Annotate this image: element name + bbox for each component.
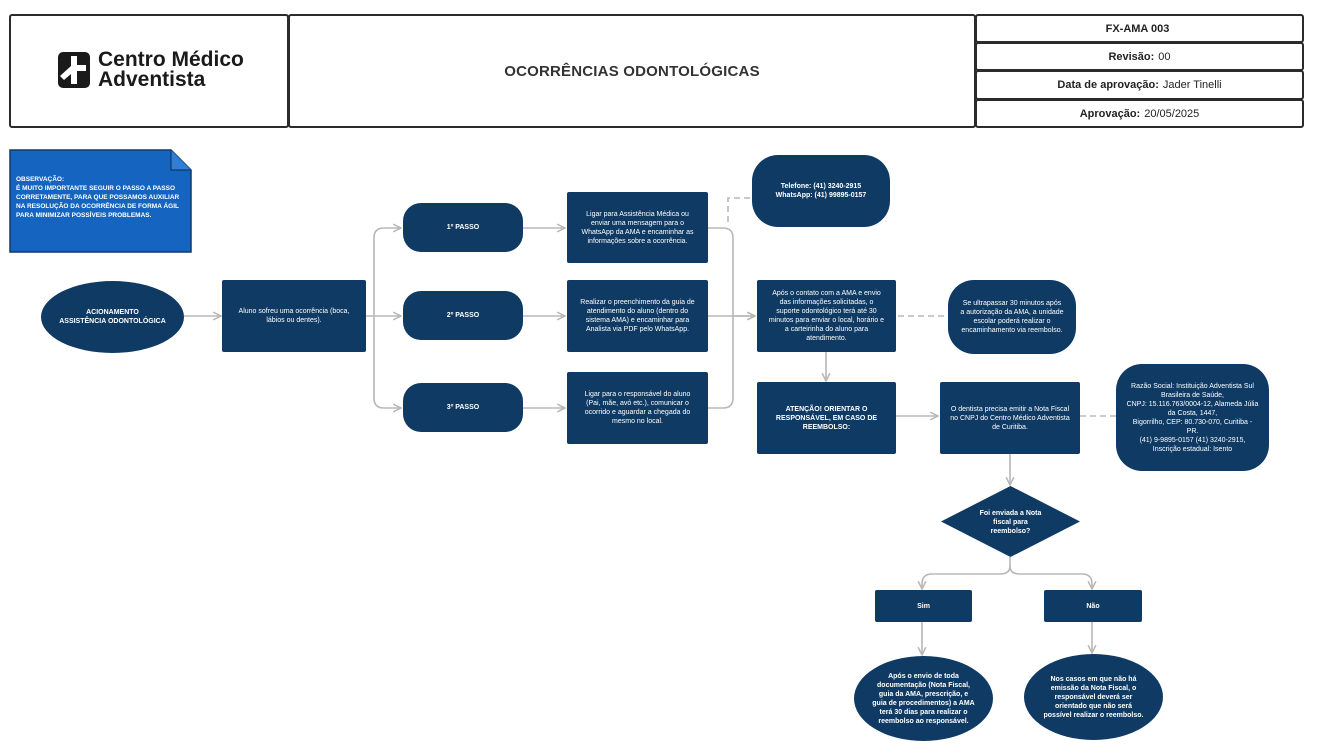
- step-3-action-text: Ligar para o responsável do aluno (Pai, …: [584, 391, 691, 425]
- start-node: ACIONAMENTO ASSISTÊNCIA ODONTOLÓGICA: [41, 281, 184, 353]
- support-text: Após o contato com a AMA e envio das inf…: [768, 290, 885, 342]
- revision-label: Revisão:: [1108, 50, 1155, 63]
- attention-text: ATENÇÃO! ORIENTAR O RESPONSÁVEL, EM CASO…: [775, 405, 878, 431]
- observation-note: OBSERVAÇÃO: É MUITO IMPORTANTE SEGUIR O …: [9, 149, 192, 253]
- yes-label: Sim: [917, 602, 930, 610]
- step-1-label: 1º PASSO: [446, 224, 480, 231]
- step-2-action: Realizar o preenchimento da guia de aten…: [567, 280, 708, 352]
- cross-logo-icon: [58, 52, 90, 88]
- support-node: Após o contato com a AMA e envio das inf…: [757, 280, 896, 352]
- approval-label: Aprovação:: [1079, 107, 1141, 120]
- revision-value: 00: [1158, 50, 1171, 63]
- logo: Centro Médico Adventista: [58, 48, 244, 91]
- revision-cell: Revisão: 00: [975, 42, 1304, 71]
- contact-text: Telefone: (41) 3240-2915 WhatsApp: (41) …: [775, 183, 867, 199]
- event-label: Aluno sofreu uma ocorrência (boca, lábio…: [238, 308, 350, 324]
- step-2-action-text: Realizar o preenchimento da guia de aten…: [580, 299, 695, 333]
- document-code: FX-AMA 003: [1105, 22, 1170, 35]
- no-result-node: Nos casos em que não há emissão da Nota …: [1024, 654, 1163, 740]
- decision-text: Foi enviada a Nota fiscal para reembolso…: [979, 509, 1042, 535]
- attention-node: ATENÇÃO! ORIENTAR O RESPONSÁVEL, EM CASO…: [757, 382, 896, 454]
- step-2-node: 2º PASSO: [403, 291, 523, 340]
- timeout-text: Se ultrapassar 30 minutos após a autoriz…: [960, 300, 1064, 334]
- page-title: OCORRÊNCIAS ODONTOLÓGICAS: [504, 62, 760, 80]
- decision-diamond: [941, 486, 1080, 557]
- logo-line-2: Adventista: [98, 68, 206, 91]
- step-2-label: 2º PASSO: [446, 312, 480, 319]
- start-label: ACIONAMENTO ASSISTÊNCIA ODONTOLÓGICA: [59, 309, 166, 325]
- company-node: Razão Social: Instituição Adventista Sul…: [1116, 364, 1269, 471]
- invoice-node: O dentista precisa emitir a Nota Fiscal …: [940, 382, 1080, 454]
- yes-node: Sim: [875, 590, 972, 622]
- step-3-node: 3º PASSO: [403, 383, 523, 432]
- title-box: OCORRÊNCIAS ODONTOLÓGICAS: [288, 14, 976, 128]
- yes-result-node: Após o envio de toda documentação (Nota …: [854, 656, 993, 741]
- step-3-action: Ligar para o responsável do aluno (Pai, …: [567, 372, 708, 444]
- step-1-node: 1º PASSO: [403, 203, 523, 252]
- approval-date-label: Data de aprovação:: [1057, 79, 1159, 91]
- timeout-node: Se ultrapassar 30 minutos após a autoriz…: [948, 280, 1076, 354]
- decision-node: Foi enviada a Nota fiscal para reembolso…: [941, 486, 1080, 557]
- approval-value: 20/05/2025: [1144, 107, 1200, 120]
- logo-line-1: Centro Médico: [98, 48, 244, 71]
- step-1-action-text: Ligar para Assistência Médica ou enviar …: [581, 210, 694, 245]
- logo-box: Centro Médico Adventista: [9, 14, 289, 128]
- approval-date-value: Jader Tinelli: [1162, 79, 1222, 91]
- note-shape: [9, 149, 192, 253]
- note-title: OBSERVAÇÃO:: [16, 176, 65, 183]
- company-text: Razão Social: Instituição Adventista Sul…: [1126, 382, 1259, 453]
- logo-text: Centro Médico Adventista: [98, 48, 244, 91]
- no-label: Não: [1086, 602, 1100, 610]
- event-node: Aluno sofreu uma ocorrência (boca, lábio…: [222, 280, 366, 352]
- approval-cell: Aprovação: 20/05/2025: [975, 99, 1304, 128]
- code-cell: FX-AMA 003: [975, 14, 1304, 43]
- step-3-label: 3º PASSO: [446, 404, 480, 411]
- step-1-action: Ligar para Assistência Médica ou enviar …: [567, 192, 708, 263]
- no-node: Não: [1044, 590, 1142, 622]
- yes-result-text: Após o envio de toda documentação (Nota …: [872, 672, 975, 725]
- note-text: É MUITO IMPORTANTE SEGUIR O PASSO A PASS…: [16, 185, 180, 219]
- no-result-text: Nos casos em que não há emissão da Nota …: [1043, 675, 1144, 719]
- invoice-text: O dentista precisa emitir a Nota Fiscal …: [950, 405, 1070, 431]
- contact-node: Telefone: (41) 3240-2915 WhatsApp: (41) …: [752, 155, 890, 227]
